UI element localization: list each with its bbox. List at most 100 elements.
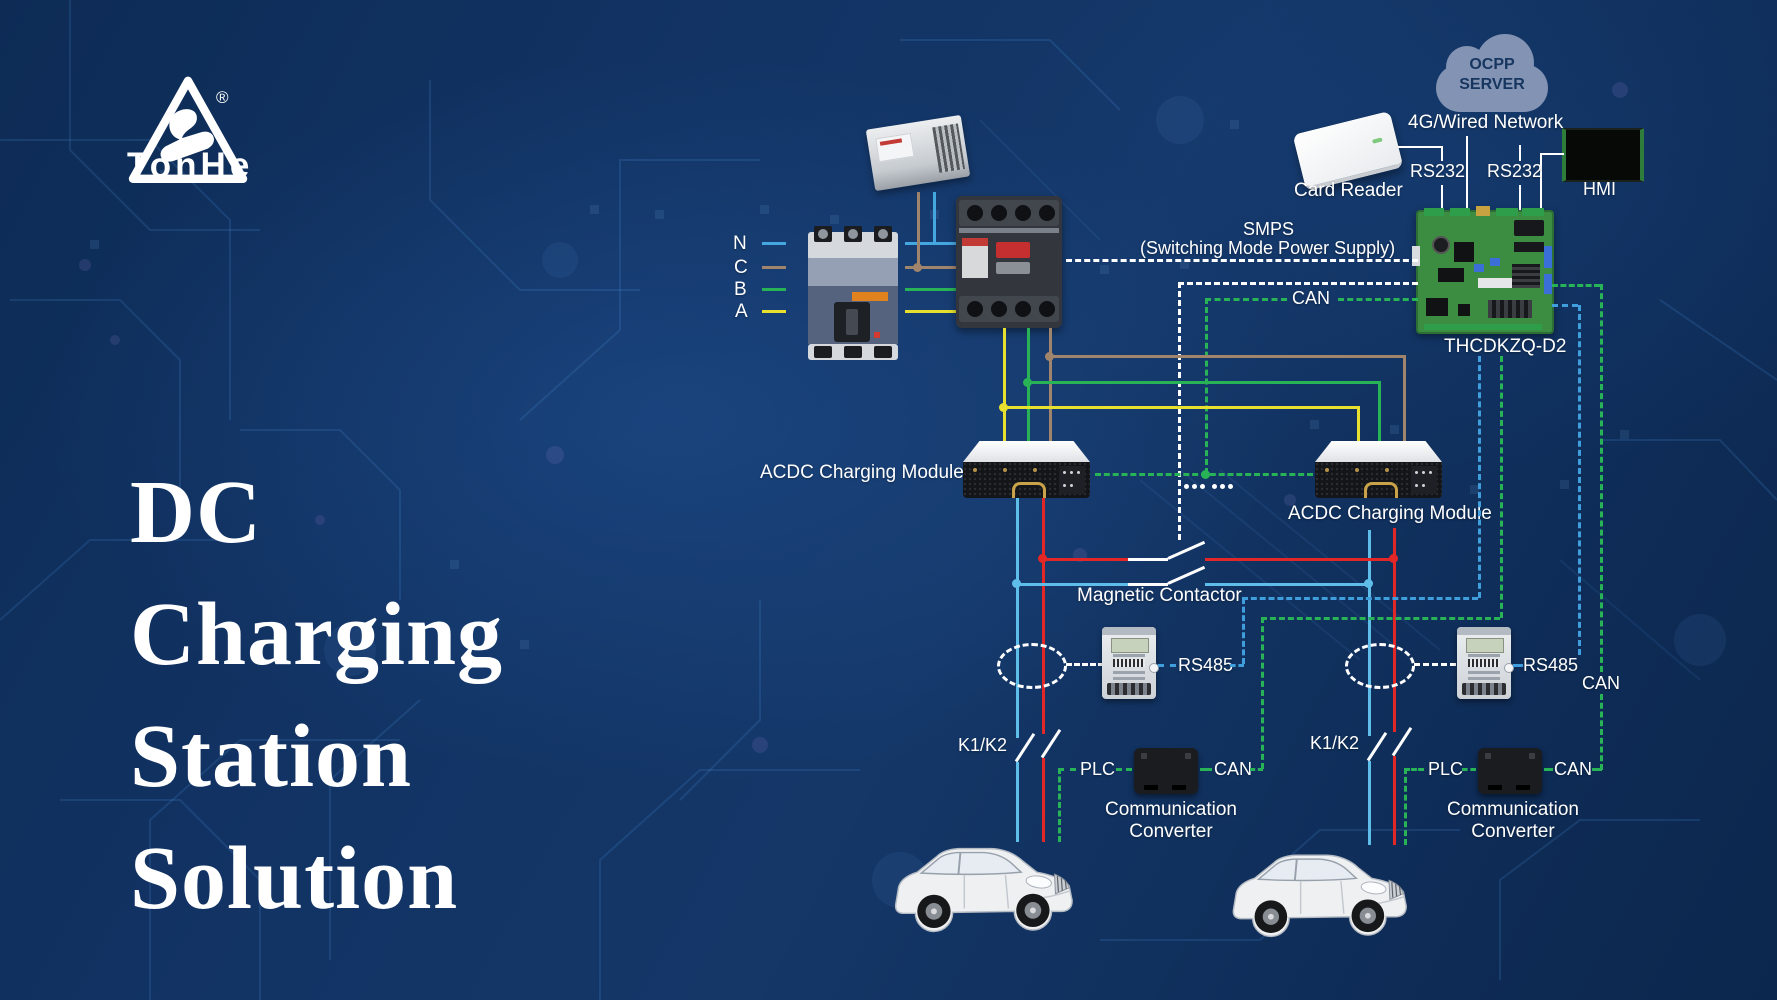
- wire-ct2-meter: [1414, 663, 1456, 666]
- wire-a-drop-1: [1003, 328, 1006, 444]
- wire-dc-neg-bus-2: [1205, 583, 1368, 586]
- ac-contactor-image: [956, 196, 1062, 328]
- wire-psu-n-v: [933, 192, 936, 242]
- switch-stub-neg: [1128, 583, 1168, 586]
- acdc-module-1-image: [963, 441, 1090, 498]
- junction-neg-1: [1012, 579, 1021, 588]
- network-label: 4G/Wired Network: [1408, 112, 1564, 133]
- wire-dc-pos-bus-1: [1042, 558, 1128, 561]
- wire-a-branch-h: [1003, 406, 1359, 409]
- wire-plc2-a: [1462, 768, 1476, 771]
- wire-can-drop-v: [1205, 298, 1208, 474]
- wire-rs485-1-up: [1478, 356, 1481, 598]
- wire-rs485-2h: [1552, 304, 1578, 307]
- wire-plc2-drop: [1404, 768, 1407, 845]
- wire-can2-a: [1544, 768, 1553, 771]
- wire-rs232-hmi-v2: [1519, 185, 1521, 212]
- wire-dc-pos-1a: [1042, 498, 1045, 734]
- wire-dc-pos-1b: [1042, 758, 1045, 842]
- plc-1-label: PLC: [1080, 759, 1116, 779]
- ocpp-server-cloud-icon: OCPP SERVER: [1436, 34, 1548, 114]
- wire-can-conv1-v: [1261, 617, 1264, 769]
- phase-a-label: A: [735, 301, 748, 322]
- acdc-module-2-image: [1315, 441, 1442, 498]
- converter-2-line1: Communication: [1447, 799, 1579, 820]
- rs232-hmi-label: RS232: [1487, 161, 1543, 181]
- server-label: SERVER: [1459, 76, 1525, 93]
- smps-full-label: (Switching Mode Power Supply): [1140, 238, 1396, 258]
- ellipsis-dot: [1228, 484, 1233, 489]
- converter-1-line2: Converter: [1129, 821, 1213, 842]
- converter-2-label: Communication Converter: [1430, 799, 1596, 843]
- junction-neg-2: [1364, 579, 1373, 588]
- wire-n-right: [905, 242, 968, 245]
- converter-1-line1: Communication: [1105, 799, 1237, 820]
- converter-1-label: Communication Converter: [1088, 799, 1254, 843]
- can-branch-label: CAN: [1582, 673, 1621, 693]
- wire-rs485-1b: [1230, 664, 1244, 667]
- stub-n-left: [762, 242, 786, 245]
- title-line-3: Station: [130, 707, 413, 806]
- wire-plc1-drop: [1058, 768, 1061, 842]
- can-2-label: CAN: [1554, 759, 1593, 779]
- comm-converter-2-image: [1478, 748, 1542, 794]
- wire-dc-neg-1b: [1016, 762, 1019, 842]
- brand-name: TonHe: [127, 146, 254, 185]
- wire-dc-pos-bus-2: [1205, 558, 1393, 561]
- wire-contactor-control-v: [1178, 282, 1181, 540]
- wire-rs485-1a: [1158, 664, 1176, 667]
- ev-car-2: [1232, 854, 1407, 938]
- stub-b-left: [762, 288, 786, 291]
- wire-dc-neg-bus-1: [1016, 583, 1128, 586]
- wire-psu-c-v: [917, 192, 920, 266]
- wire-can-top-1: [1205, 298, 1287, 301]
- wire-c-drop-2: [1403, 355, 1406, 444]
- wire-hmi-v: [1540, 153, 1542, 212]
- wire-dc-neg-2a: [1368, 530, 1371, 736]
- wire-dc-pos-2b: [1393, 756, 1396, 845]
- wire-ct1-meter: [1066, 663, 1104, 666]
- k1k2-1-label: K1/K2: [958, 735, 1008, 755]
- wire-plc2-b: [1404, 768, 1424, 771]
- ellipsis-dot: [1192, 484, 1197, 489]
- wire-can-conv1-up: [1500, 356, 1503, 618]
- junction-b: [1023, 378, 1032, 387]
- hmi-screen-image: [1562, 128, 1644, 182]
- wire-c-drop-1: [1049, 328, 1052, 444]
- phase-b-label: B: [734, 279, 747, 300]
- ev-car-1: [894, 847, 1073, 933]
- controller-label: THCDKZQ-D2: [1444, 336, 1567, 357]
- junction-c: [1045, 352, 1054, 361]
- switch-stub-pos: [1128, 558, 1168, 561]
- wire-can1-a: [1200, 768, 1212, 771]
- can-1-label: CAN: [1214, 759, 1253, 779]
- rs485-1-label: RS485: [1178, 655, 1234, 675]
- wire-can-conv2-v1: [1600, 284, 1603, 672]
- title-line-1: DC: [130, 463, 262, 562]
- registered-mark: ®: [216, 88, 229, 107]
- wire-b-drop-2: [1378, 381, 1381, 444]
- hmi-label: HMI: [1583, 179, 1616, 199]
- wire-rs485-2v: [1578, 305, 1581, 655]
- wire-network-v: [1466, 136, 1468, 212]
- stub-a-left: [762, 310, 786, 313]
- wire-can-conv1-h: [1261, 617, 1500, 620]
- rs232-card-label: RS232: [1410, 161, 1466, 181]
- plc-2-label: PLC: [1428, 759, 1464, 779]
- wire-b-right: [905, 288, 968, 291]
- wire-b-branch-h: [1027, 381, 1380, 384]
- wire-plc1-a: [1116, 768, 1132, 771]
- comm-converter-1-image: [1134, 748, 1198, 794]
- junction-psu-c: [913, 263, 922, 272]
- current-sensor-2: [1345, 643, 1415, 689]
- wire-rs485-2a: [1513, 664, 1523, 667]
- converter-2-line2: Converter: [1471, 821, 1555, 842]
- phase-c-label: C: [734, 257, 748, 278]
- wire-dc-neg-1a: [1016, 498, 1019, 738]
- wire-plc1-b: [1058, 768, 1076, 771]
- ellipsis-dot: [1184, 484, 1189, 489]
- energy-meter-1-image: [1102, 627, 1159, 699]
- module-2-label: ACDC Charging Module: [1288, 503, 1492, 524]
- ellipsis-dot: [1212, 484, 1217, 489]
